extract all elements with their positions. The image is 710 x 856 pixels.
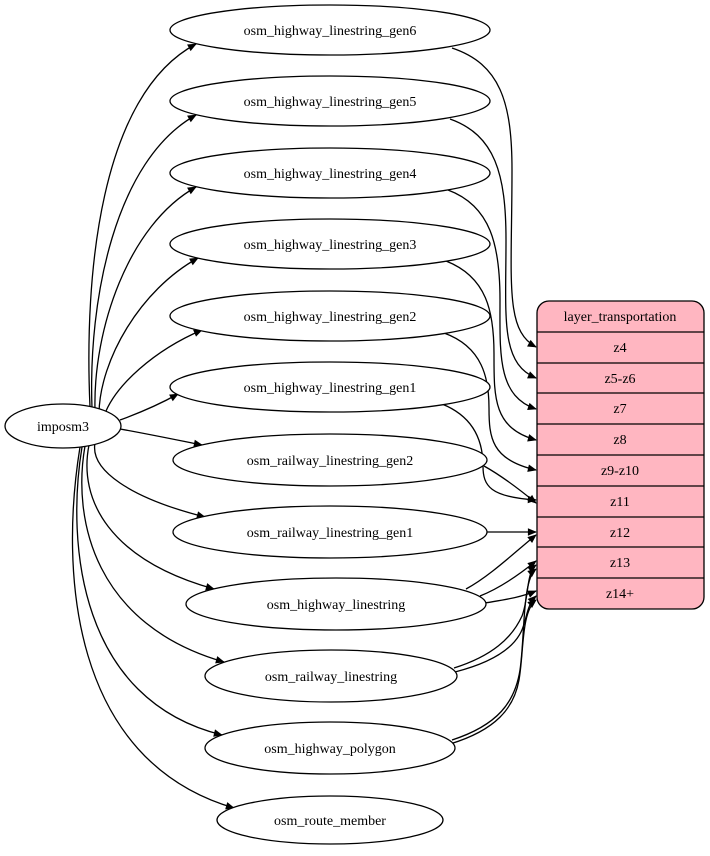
edge-imposm3-gen4 <box>94 186 197 411</box>
ellipse-shape <box>204 649 458 703</box>
node-label: osm_railway_linestring_gen2 <box>247 454 413 469</box>
edge-imposm3-highway-polygon <box>76 446 223 737</box>
edge-highway-linestring-z14 <box>484 590 537 604</box>
node-label: osm_highway_linestring_gen4 <box>244 167 417 182</box>
layer-transportation-table: layer_transportation z4 z5-z6 z7 z8 z9-z… <box>536 300 705 610</box>
node-osm-highway-linestring-gen3: osm_highway_linestring_gen3 <box>169 218 491 270</box>
imposm3-label: imposm3 <box>37 420 89 435</box>
table-title: layer_transportation <box>564 310 677 325</box>
node-label: osm_highway_linestring_gen2 <box>244 310 417 325</box>
row-label-z9-z10: z9-z10 <box>601 464 639 479</box>
node-osm-highway-linestring-gen4: osm_highway_linestring_gen4 <box>169 147 491 199</box>
node-label: osm_highway_linestring_gen6 <box>244 24 417 39</box>
ellipse-shape <box>169 290 491 342</box>
node-osm-highway-linestring-gen6: osm_highway_linestring_gen6 <box>169 4 491 56</box>
ellipse-shape <box>185 577 487 631</box>
row-label-z14: z14+ <box>606 587 634 602</box>
edge-railway-gen2-z11 <box>483 465 537 504</box>
edge-imposm3-gen2 <box>103 329 203 417</box>
row-label-z11: z11 <box>610 495 630 510</box>
row-label-z7: z7 <box>613 402 626 417</box>
node-osm-route-member: osm_route_member <box>216 795 444 845</box>
edge-gen5-z5-z6 <box>449 118 537 379</box>
node-osm-highway-polygon: osm_highway_polygon <box>204 721 456 775</box>
ellipse-shape <box>169 75 491 127</box>
edge-imposm3-highway-linestring <box>86 444 215 591</box>
node-label: osm_highway_linestring_gen5 <box>244 95 417 110</box>
edge-imposm3-railway-gen1 <box>93 442 206 519</box>
node-osm-railway-linestring: osm_railway_linestring <box>204 649 458 703</box>
edge-imposm3-gen6 <box>88 43 197 408</box>
imposm3-ellipse <box>4 403 122 449</box>
edge-imposm3-gen3 <box>98 257 199 414</box>
node-osm-railway-linestring-gen1: osm_railway_linestring_gen1 <box>172 505 488 559</box>
edge-railway-linestring-z13 <box>453 564 537 669</box>
node-osm-highway-linestring: osm_highway_linestring <box>185 577 487 631</box>
node-imposm3: imposm3 <box>4 403 122 449</box>
ellipse-shape <box>172 505 488 559</box>
ellipse-shape <box>172 433 488 487</box>
edge-highway-polygon-z14 <box>449 599 537 745</box>
row-label-z12: z12 <box>610 526 630 541</box>
node-label: osm_railway_linestring_gen1 <box>247 526 413 541</box>
ellipse-shape <box>169 4 491 56</box>
ellipse-shape <box>216 795 444 845</box>
edge-highway-linestring-z12 <box>465 534 537 590</box>
edge-imposm3-railway-gen2 <box>119 428 203 448</box>
node-label: osm_highway_linestring_gen1 <box>244 381 417 396</box>
node-osm-highway-linestring-gen2: osm_highway_linestring_gen2 <box>169 290 491 342</box>
ellipse-shape <box>169 361 491 413</box>
ellipse-shape <box>169 147 491 199</box>
row-label-z5-z6: z5-z6 <box>604 372 635 387</box>
node-label: osm_highway_linestring_gen3 <box>244 238 417 253</box>
edge-gen6-z4 <box>451 47 537 348</box>
edge-imposm3-route-member <box>71 446 235 810</box>
node-label: osm_route_member <box>274 814 386 829</box>
row-label-z4: z4 <box>613 341 626 356</box>
row-label-z13: z13 <box>610 556 630 571</box>
row-label-z8: z8 <box>613 433 626 448</box>
ellipse-shape <box>169 218 491 270</box>
edge-imposm3-gen1 <box>119 393 179 421</box>
node-osm-railway-linestring-gen2: osm_railway_linestring_gen2 <box>172 433 488 487</box>
node-label: osm_highway_linestring <box>267 598 405 613</box>
edge-gen4-z7 <box>447 189 537 411</box>
node-label: osm_highway_polygon <box>264 742 395 757</box>
edge-gen3-z8 <box>445 260 537 442</box>
ellipse-shape <box>204 721 456 775</box>
node-label: osm_railway_linestring <box>265 670 397 685</box>
node-osm-highway-linestring-gen5: osm_highway_linestring_gen5 <box>169 75 491 127</box>
edge-imposm3-gen5 <box>90 114 197 409</box>
edge-imposm3-railway-linestring <box>81 445 225 664</box>
node-osm-highway-linestring-gen1: osm_highway_linestring_gen1 <box>169 361 491 413</box>
edge-gen2-z9-z10 <box>443 332 537 472</box>
